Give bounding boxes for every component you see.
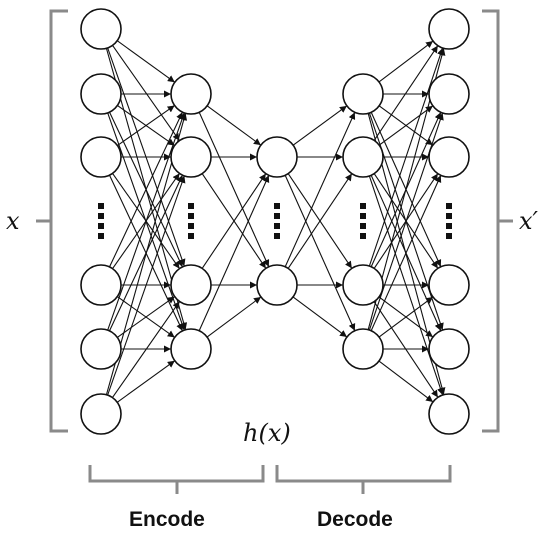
connection-2-1-3 bbox=[292, 296, 348, 338]
connection-0-0-1 bbox=[112, 45, 180, 141]
connection-3-0-0 bbox=[378, 40, 434, 83]
input-node-3 bbox=[80, 264, 122, 306]
connection-2-0-3 bbox=[284, 175, 356, 331]
input-node-4 bbox=[80, 328, 122, 370]
connection-3-3-3 bbox=[378, 296, 434, 338]
connection-0-3-0 bbox=[109, 111, 183, 268]
code-ellipsis-dot-2 bbox=[274, 223, 280, 229]
decoder-hidden-ellipsis-dot-3 bbox=[360, 233, 366, 239]
connection-1-3-1 bbox=[206, 296, 262, 338]
decoder-hidden-node-2 bbox=[342, 264, 384, 306]
output-node-0 bbox=[428, 8, 470, 50]
input-label: x bbox=[6, 207, 20, 235]
output-ellipsis-dot-0 bbox=[446, 203, 452, 209]
output-ellipsis-dot-1 bbox=[446, 213, 452, 219]
connections bbox=[105, 40, 446, 403]
encoder-hidden-ellipsis-dot-1 bbox=[188, 213, 194, 219]
input-node-0 bbox=[80, 8, 122, 50]
input-bracket bbox=[49, 9, 68, 433]
connection-3-3-5 bbox=[378, 360, 434, 403]
connection-1-0-0 bbox=[206, 105, 262, 146]
code-label: h(x) bbox=[243, 419, 291, 447]
decode-label: Decode bbox=[317, 508, 393, 531]
connection-0-2-0 bbox=[117, 105, 175, 146]
input-node-1 bbox=[80, 73, 122, 115]
connection-0-4-2 bbox=[116, 296, 176, 338]
output-ellipsis-dot-2 bbox=[446, 223, 452, 229]
input-ellipsis-dot-3 bbox=[98, 233, 104, 239]
ellipses bbox=[98, 203, 452, 239]
input-ellipsis-dot-0 bbox=[98, 203, 104, 209]
output-node-3 bbox=[428, 264, 470, 306]
code-node-1 bbox=[256, 264, 298, 306]
output-label: x′ bbox=[519, 207, 538, 235]
encode-label: Encode bbox=[129, 508, 205, 531]
output-node-2 bbox=[428, 136, 470, 178]
connection-2-1-1 bbox=[287, 173, 353, 269]
input-ellipsis-dot-1 bbox=[98, 213, 104, 219]
decoder-hidden-node-3 bbox=[342, 328, 384, 370]
encoder-hidden-node-3 bbox=[170, 328, 212, 370]
connection-3-1-1 bbox=[378, 105, 434, 146]
decoder-hidden-ellipsis-dot-2 bbox=[360, 223, 366, 229]
input-node-2 bbox=[80, 136, 122, 178]
input-node-5 bbox=[80, 393, 122, 435]
connection-1-3-0 bbox=[198, 175, 270, 331]
connection-0-5-3 bbox=[116, 360, 176, 403]
connection-3-1-0 bbox=[373, 45, 439, 141]
connection-0-4-0 bbox=[107, 112, 186, 331]
connection-0-5-1 bbox=[107, 175, 186, 396]
output-bracket bbox=[482, 9, 500, 433]
connection-1-2-0 bbox=[201, 173, 267, 269]
decoder-hidden-ellipsis-dot-0 bbox=[360, 203, 366, 209]
output-ellipsis-dot-3 bbox=[446, 233, 452, 239]
encoder-hidden-ellipsis-dot-2 bbox=[188, 223, 194, 229]
connection-2-1-0 bbox=[284, 112, 356, 267]
output-node-4 bbox=[428, 328, 470, 370]
code-ellipsis-dot-0 bbox=[274, 203, 280, 209]
connection-0-0-0 bbox=[116, 40, 176, 83]
encoder-hidden-node-2 bbox=[170, 264, 212, 306]
output-node-1 bbox=[428, 73, 470, 115]
code-ellipsis-dot-3 bbox=[274, 233, 280, 239]
connection-3-2-0 bbox=[368, 47, 444, 267]
code-node-0 bbox=[256, 136, 298, 178]
encoder-hidden-node-1 bbox=[170, 136, 212, 178]
encoder-hidden-ellipsis-dot-0 bbox=[188, 203, 194, 209]
connection-3-3-2 bbox=[370, 175, 442, 331]
encoder-hidden-node-0 bbox=[170, 73, 212, 115]
code-ellipsis-dot-1 bbox=[274, 213, 280, 219]
encode-bracket bbox=[88, 465, 265, 483]
decoder-hidden-node-0 bbox=[342, 73, 384, 115]
connection-0-5-2 bbox=[111, 301, 181, 398]
connection-2-0-0 bbox=[292, 105, 348, 146]
decoder-hidden-node-1 bbox=[342, 136, 384, 178]
neurons bbox=[80, 8, 470, 435]
decode-bracket bbox=[275, 465, 452, 483]
connection-1-0-1 bbox=[198, 112, 270, 267]
input-ellipsis-dot-2 bbox=[98, 223, 104, 229]
output-node-5 bbox=[428, 393, 470, 435]
decoder-hidden-ellipsis-dot-1 bbox=[360, 213, 366, 219]
encoder-hidden-ellipsis-dot-3 bbox=[188, 233, 194, 239]
brackets bbox=[36, 9, 513, 494]
